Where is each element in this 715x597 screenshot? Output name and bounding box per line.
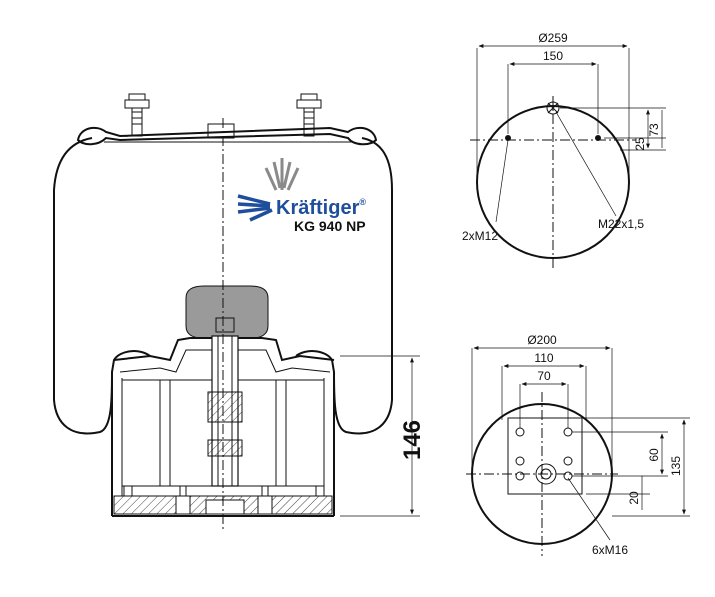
top-bolts-label: 2xM12 [462, 229, 498, 243]
top-bolt-spacing-label: 150 [543, 49, 563, 63]
bottom-bolt-holes [515, 427, 573, 481]
bottom-vert-spacing-label: 60 [647, 448, 661, 462]
top-plate-view: Ø259 150 25 73 2xM12 M22x1,5 [462, 31, 666, 268]
height-label: 146 [399, 420, 426, 460]
side-view: 146 [53, 93, 426, 532]
air-fitting-label: M22x1,5 [598, 217, 644, 231]
height-dimension: 146 [340, 355, 426, 517]
bottom-plate-view: Ø200 110 70 60 135 20 6xM16 [466, 333, 690, 557]
bottom-bolts-label: 6xM16 [592, 543, 628, 557]
top-offset-label: 25 [633, 137, 647, 151]
top-diameter-label: Ø259 [538, 31, 568, 45]
stud-left [124, 93, 150, 137]
brand-logo: Kräftiger® KG 940 NP [237, 158, 366, 234]
bottom-inner-spacing-label: 70 [537, 369, 551, 383]
air-fitting-hole [546, 101, 560, 115]
registered-mark: ® [359, 197, 366, 207]
bottom-lower-offset-label: 20 [627, 491, 641, 505]
bump-stop [185, 285, 269, 339]
bottom-outer-spacing-label: 110 [534, 351, 553, 365]
arrows-logo-icon [237, 158, 300, 222]
stud-right [296, 93, 322, 137]
top-bolt-hole-right [595, 135, 601, 141]
top-bolt-hole-left [505, 135, 511, 141]
brand-name: Kräftiger® [276, 197, 366, 219]
top-offset2-label: 73 [647, 123, 661, 137]
bottom-diameter-label: Ø200 [527, 333, 557, 347]
center-nut-icon [535, 463, 557, 485]
bottom-vert-total-label: 135 [669, 456, 683, 476]
bellows-contour [53, 137, 393, 435]
center-rod [207, 335, 243, 487]
top-bead-plate [76, 126, 378, 146]
model-number: KG 940 NP [294, 218, 366, 234]
